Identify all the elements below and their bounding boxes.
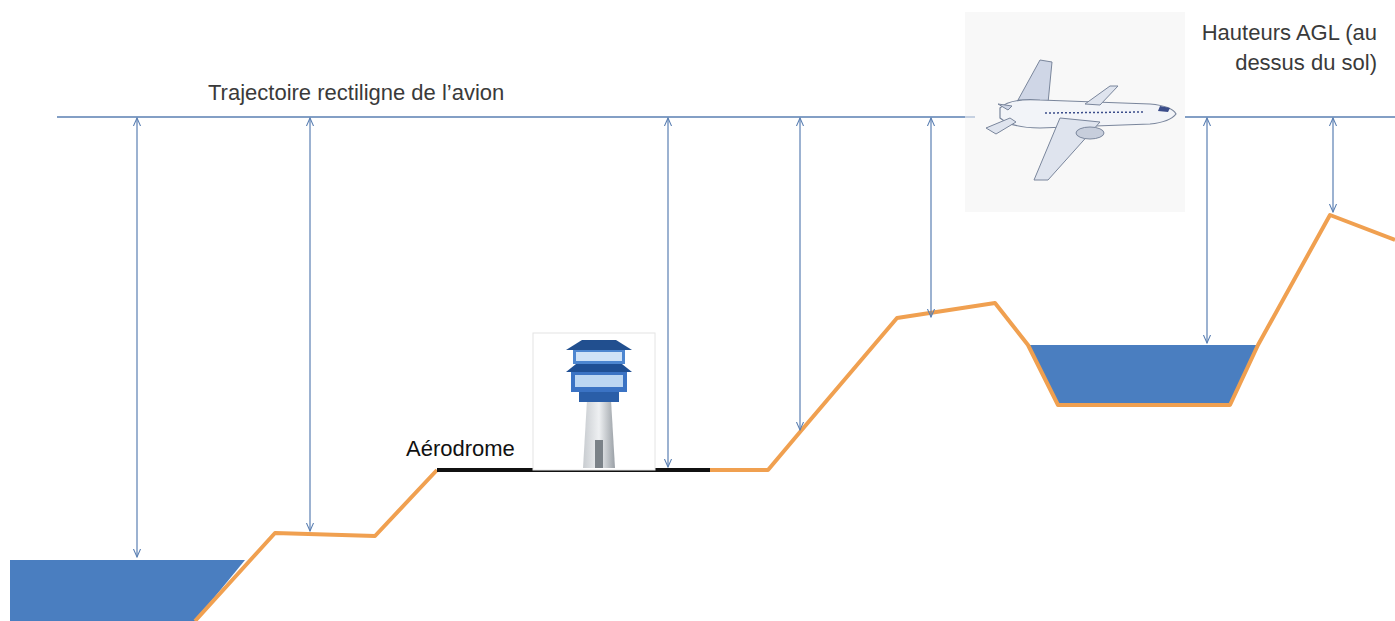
flight-path (57, 116, 975, 117)
terrain-profile (710, 215, 1395, 470)
terrain-profile (195, 470, 437, 621)
airplane (965, 12, 1185, 212)
control-tower (533, 333, 655, 470)
path-label: Trajectoire rectiligne de l’avion (208, 78, 628, 108)
water-body (10, 560, 245, 621)
flight-path (1185, 116, 1395, 117)
aerodrome-label: Aérodrome (406, 434, 566, 464)
lake (1028, 345, 1258, 405)
height-arrows (137, 118, 1333, 557)
heights-label: Hauteurs AGL (au dessus du sol) (1191, 18, 1377, 78)
